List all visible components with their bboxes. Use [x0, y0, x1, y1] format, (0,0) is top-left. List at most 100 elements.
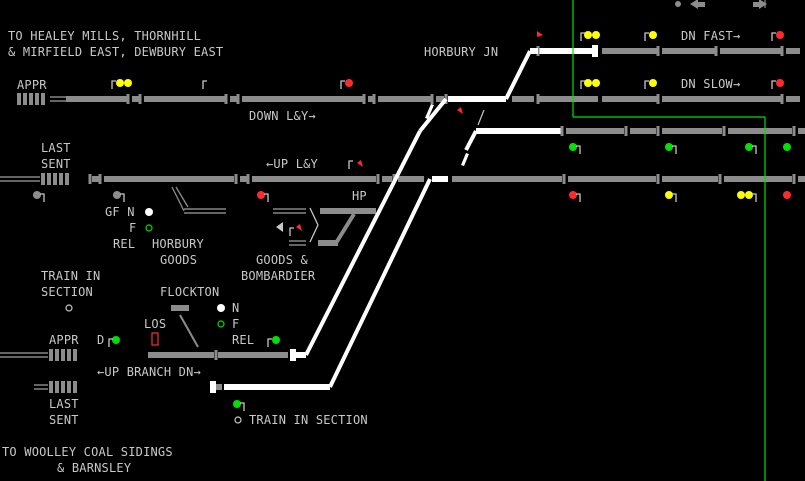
- signal-yellow-aspect[interactable]: [592, 31, 600, 39]
- track-joint: [430, 94, 434, 104]
- route-set-section[interactable]: [538, 48, 598, 54]
- track-section[interactable]: [724, 176, 792, 182]
- plain-line[interactable]: [175, 186, 189, 208]
- track-section[interactable]: [538, 96, 598, 102]
- signal-green-aspect[interactable]: [783, 143, 791, 151]
- plain-line[interactable]: [179, 314, 199, 348]
- track-section[interactable]: [786, 96, 800, 102]
- route-set-diagonal[interactable]: [328, 178, 432, 388]
- track-section[interactable]: [242, 96, 364, 102]
- track-section[interactable]: [132, 96, 140, 102]
- shunt-signal-icon[interactable]: [457, 107, 463, 114]
- signal-yellow-aspect[interactable]: [649, 31, 657, 39]
- track-section[interactable]: [720, 48, 782, 54]
- route-set-section[interactable]: [476, 128, 562, 134]
- track-section[interactable]: [662, 96, 782, 102]
- route-set-section[interactable]: [425, 104, 434, 119]
- signal-post-icon: [771, 80, 776, 89]
- crossover-route-set[interactable]: [464, 130, 478, 151]
- track-section[interactable]: [452, 176, 562, 182]
- route-set-diagonal[interactable]: [418, 97, 448, 133]
- shunt-signal-icon[interactable]: [537, 31, 543, 37]
- track-section[interactable]: [144, 96, 226, 102]
- route-set-section[interactable]: [461, 153, 469, 166]
- signal-aspect[interactable]: [33, 191, 41, 199]
- signal-yellow-aspect[interactable]: [649, 79, 657, 87]
- route-set-section[interactable]: [530, 48, 538, 54]
- signal-yellow-aspect[interactable]: [665, 191, 673, 199]
- track-section[interactable]: [728, 128, 792, 134]
- track-section[interactable]: [398, 176, 424, 182]
- route-set-diagonal[interactable]: [304, 130, 422, 356]
- track-section[interactable]: [218, 352, 288, 358]
- los-indicator[interactable]: [151, 332, 159, 346]
- track-section[interactable]: [436, 96, 444, 102]
- signal-green-aspect[interactable]: [272, 336, 280, 344]
- signal-red-aspect[interactable]: [783, 191, 791, 199]
- signal-green-aspect[interactable]: [233, 400, 241, 408]
- track-section[interactable]: [216, 384, 222, 390]
- track-section[interactable]: [104, 176, 234, 182]
- track-section[interactable]: [66, 96, 128, 102]
- crossover-route-set[interactable]: [504, 50, 532, 100]
- track-section[interactable]: [662, 176, 718, 182]
- signal-green-aspect[interactable]: [665, 143, 673, 151]
- track-section[interactable]: [240, 176, 248, 182]
- route-set-section[interactable]: [296, 352, 306, 358]
- track-section[interactable]: [662, 48, 716, 54]
- signal-yellow-aspect[interactable]: [592, 79, 600, 87]
- track-section[interactable]: [148, 352, 214, 358]
- track-section[interactable]: [602, 96, 658, 102]
- route-set-section[interactable]: [448, 96, 506, 102]
- signal-green-aspect[interactable]: [112, 336, 120, 344]
- track-section[interactable]: [798, 128, 805, 134]
- signal-red-aspect[interactable]: [257, 191, 265, 199]
- track-section[interactable]: [568, 176, 656, 182]
- signal-yellow-aspect[interactable]: [737, 191, 745, 199]
- track-section[interactable]: [252, 176, 376, 182]
- hp-siding[interactable]: [320, 208, 376, 214]
- shunt-signal-icon[interactable]: [296, 224, 302, 231]
- flockton-siding[interactable]: [171, 305, 189, 311]
- track-section[interactable]: [230, 96, 238, 102]
- track-section[interactable]: [368, 96, 374, 102]
- track-section[interactable]: [512, 96, 534, 102]
- track-section[interactable]: [630, 128, 656, 134]
- signal-red-aspect[interactable]: [569, 191, 577, 199]
- train-describer-berth: [41, 173, 45, 185]
- track-section[interactable]: [798, 176, 805, 182]
- track-section[interactable]: [382, 176, 392, 182]
- signal-red-aspect[interactable]: [776, 31, 784, 39]
- signal-green-aspect[interactable]: [569, 143, 577, 151]
- line-label-down-ly: DOWN L&Y→: [249, 109, 316, 123]
- shunt-signal-icon[interactable]: [357, 160, 363, 167]
- track-section[interactable]: [378, 96, 432, 102]
- train-describer-berth: [73, 381, 77, 393]
- plain-line[interactable]: [477, 109, 485, 126]
- plain-line[interactable]: [171, 186, 185, 212]
- track-section[interactable]: [662, 128, 722, 134]
- signal-red-aspect[interactable]: [776, 79, 784, 87]
- track-section[interactable]: [318, 240, 338, 246]
- track-section[interactable]: [602, 48, 658, 54]
- signal-red-aspect[interactable]: [345, 79, 353, 87]
- route-set-section[interactable]: [224, 384, 330, 390]
- track-section[interactable]: [92, 176, 100, 182]
- indicator-dot[interactable]: [675, 1, 681, 7]
- ground-frame-normal-indicator[interactable]: [145, 208, 153, 216]
- track-section[interactable]: [786, 48, 800, 54]
- signal-yellow-aspect[interactable]: [584, 79, 592, 87]
- track-section[interactable]: [566, 128, 624, 134]
- track-section[interactable]: [334, 212, 356, 245]
- flockton-normal-indicator[interactable]: [217, 304, 225, 312]
- signal-yellow-aspect[interactable]: [584, 31, 592, 39]
- signal-yellow-aspect[interactable]: [116, 79, 124, 87]
- plain-line[interactable]: [309, 224, 319, 243]
- route-set-section[interactable]: [432, 176, 448, 182]
- signal-yellow-aspect[interactable]: [124, 79, 132, 87]
- plain-line[interactable]: [309, 207, 319, 226]
- signal-yellow-aspect[interactable]: [745, 191, 753, 199]
- line-label-up-ly: ←UP L&Y: [266, 157, 318, 171]
- signal-aspect[interactable]: [113, 191, 121, 199]
- signal-green-aspect[interactable]: [745, 143, 753, 151]
